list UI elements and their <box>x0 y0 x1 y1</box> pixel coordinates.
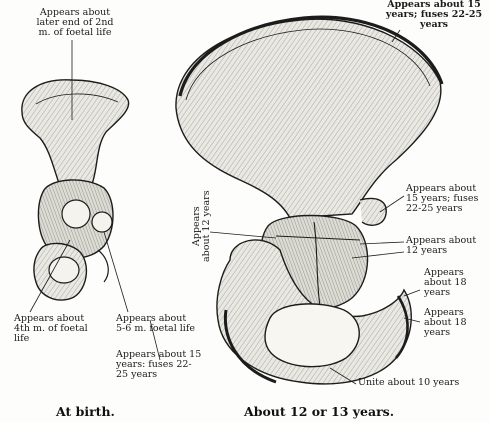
label-line: life <box>14 334 88 344</box>
label-iliac-crest: Appears about 15 years; fuses 22-25 year… <box>382 0 486 30</box>
label-ischial-center-1: Appears about 18 years <box>424 268 467 298</box>
label-line: years <box>424 328 467 338</box>
label-line: 5-6 m. foetal life <box>116 324 195 334</box>
label-acetabular-center: Appears about 12 years <box>406 236 476 256</box>
label-infant-ischium: Appears about 4th m. of foetal life <box>14 314 88 344</box>
label-infant-ilium: Appears about later end of 2nd m. of foe… <box>30 8 120 38</box>
label-line: about 12 years <box>202 190 212 262</box>
label-anterior-spine: Appears about 15 years; fuses 22-25 year… <box>406 184 478 214</box>
infant-hip-bone <box>22 80 129 300</box>
obturator-foramen <box>265 304 359 367</box>
label-line: years <box>424 288 467 298</box>
label-infant-pubis: Appears about 5-6 m. foetal life <box>116 314 195 334</box>
label-line: 25 years <box>116 370 201 380</box>
infant-ilium <box>22 80 129 186</box>
label-line: years <box>382 20 486 30</box>
label-vertical-acetabulum: Appears about 12 years <box>192 190 212 262</box>
label-line: 12 years <box>406 246 476 256</box>
label-ischial-center-2: Appears about 18 years <box>424 308 467 338</box>
label-line: m. of foetal life <box>30 28 120 38</box>
caption-about-12: About 12 or 13 years. <box>244 404 394 419</box>
label-line: 22-25 years <box>406 204 478 214</box>
label-pubic-epiphysis: Appears about 15 years: fuses 22- 25 yea… <box>116 350 201 380</box>
caption-at-birth: At birth. <box>56 404 115 419</box>
label-unite: Unite about 10 years <box>358 378 459 388</box>
adolescent-hip-bone <box>176 17 442 384</box>
